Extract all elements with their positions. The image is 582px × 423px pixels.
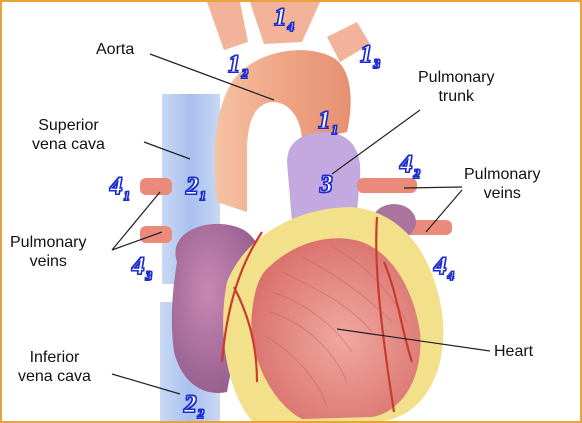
label-superior-vena-cava: Superior vena cava <box>32 117 105 153</box>
marker-1-1: 11 <box>318 107 339 138</box>
label-pulmonary-trunk: Pulmonary trunk <box>418 69 495 105</box>
label-heart: Heart <box>494 343 534 360</box>
marker-4-2: 42 <box>400 151 421 182</box>
label-pulmonary-veins-left: Pulmonary veins <box>10 234 87 270</box>
muscle-striations <box>266 246 408 408</box>
label-inferior-vena-cava: Inferior vena cava <box>18 349 91 385</box>
marker-2-2: 22 <box>184 391 205 422</box>
marker-2-1: 21 <box>186 173 207 204</box>
marker-4-1: 41 <box>110 173 131 204</box>
marker-4-3: 43 <box>132 253 153 284</box>
marker-3: 3 <box>320 171 333 198</box>
pulmonary-trunk-shape <box>287 132 361 222</box>
marker-1-2: 12 <box>228 51 249 82</box>
marker-4-4: 44 <box>434 253 455 284</box>
marker-1-3: 13 <box>360 41 381 72</box>
label-pulmonary-veins-right: Pulmonary veins <box>464 166 541 202</box>
leader-lines <box>111 53 491 395</box>
marker-1-4: 14 <box>274 4 295 35</box>
label-aorta: Aorta <box>96 41 135 58</box>
coronary-vessels <box>220 216 414 413</box>
